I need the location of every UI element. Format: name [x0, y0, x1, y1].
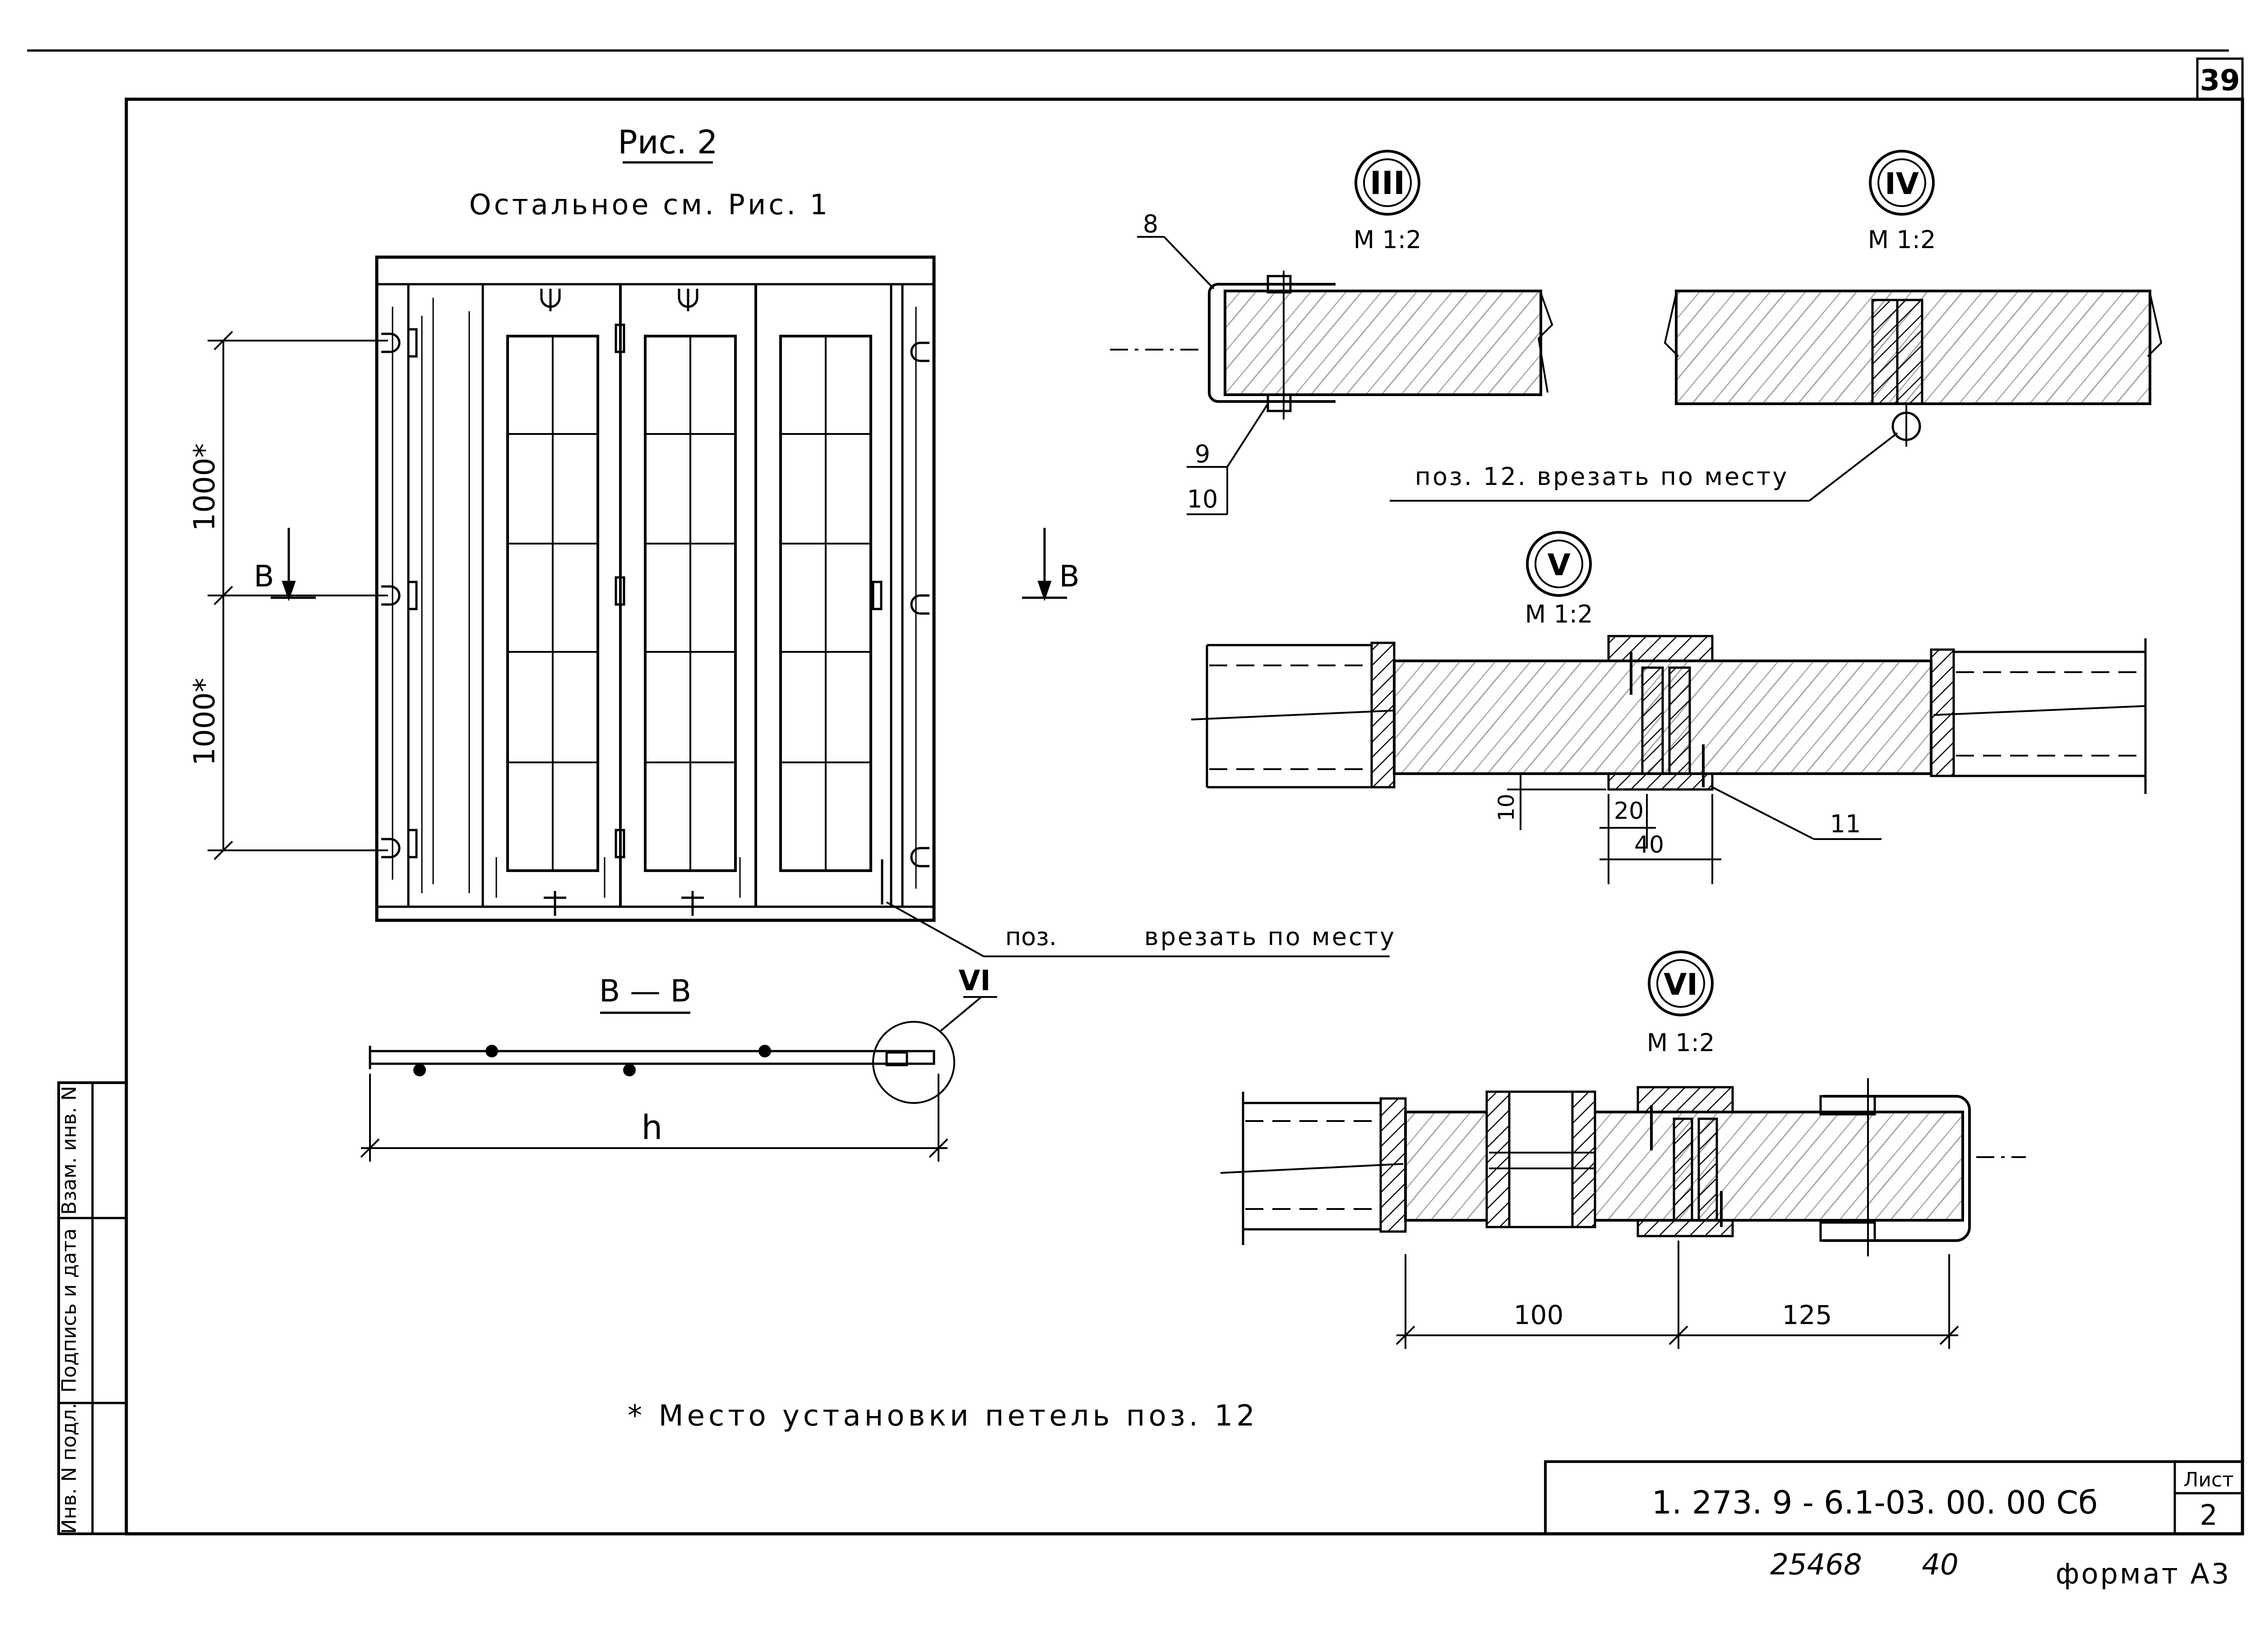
section-detail-ref: VI: [958, 964, 990, 997]
window-frame: [375, 255, 936, 922]
dim-lower-label: 1000*: [188, 678, 222, 766]
sash-middle: [644, 335, 737, 872]
detail-III: III М 1:2: [1110, 150, 1553, 515]
callout-text: врезать по месту: [1144, 923, 1396, 951]
handwritten-number-1: 25468: [1770, 1548, 1862, 1582]
detail-IV: IV М 1:2: [1390, 150, 2163, 502]
detail-V-scale: М 1:2: [1525, 600, 1593, 628]
detail-VI-dim-100: 100: [1514, 1300, 1564, 1330]
handwritten-number-2: 40: [1922, 1548, 1958, 1582]
sheet-number: 39: [2200, 64, 2240, 97]
detail-V-dim-10: 10: [1494, 794, 1519, 821]
side-stamp: [57, 1081, 128, 1535]
format-label: формат А3: [2056, 1557, 2231, 1590]
figure-title: Рис. 2: [618, 123, 717, 161]
sheet-frame: [27, 49, 2244, 1536]
section-bb: В — В VI h: [360, 964, 997, 1162]
title-block-sheet-label: Лист: [2183, 1468, 2234, 1491]
detail-VI-dim-125: 125: [1782, 1300, 1832, 1330]
callout-prefix: поз.: [1005, 923, 1057, 951]
section-title: В — В: [599, 974, 692, 1009]
side-stamp-col1: Инв. N подл.: [58, 1403, 81, 1534]
section-hinge-dots: [413, 1045, 771, 1076]
dimension-h-label: h: [642, 1108, 663, 1147]
hinge-icons: [381, 289, 929, 916]
title-block-sheet-value: 2: [2200, 1499, 2217, 1532]
dimension-h: [360, 1074, 948, 1162]
title-block: [1544, 1460, 2244, 1535]
dim-upper-label: 1000*: [188, 443, 222, 531]
dimension-vertical: [208, 331, 388, 860]
detail-V-dim-40: 40: [1634, 831, 1664, 858]
detail-IV-number: IV: [1885, 166, 1919, 201]
callout-leader: [886, 901, 1390, 957]
detail-III-pos-a: 8: [1143, 210, 1158, 238]
detail-III-pos-c: 10: [1187, 485, 1218, 513]
title-block-code: 1. 273. 9 - 6.1-03. 00. 00 Сб: [1652, 1484, 2098, 1521]
detail-III-pos-b: 9: [1195, 440, 1210, 468]
detail-IV-scale: М 1:2: [1868, 226, 1936, 254]
section-mark-left-label: В: [254, 559, 274, 594]
figure-2: Рис. 2 Остальное см. Рис. 1: [188, 123, 1396, 957]
side-stamp-col3: Взам. инв. N: [58, 1086, 81, 1215]
detail-VI: VI М 1:2: [1220, 951, 2026, 1349]
sash-left: [506, 335, 599, 872]
section-mark-left: [271, 528, 316, 601]
detail-III-number: III: [1370, 165, 1405, 202]
detail-V-dim-20: 20: [1614, 798, 1644, 825]
side-stamp-col2: Подпись и дата: [58, 1228, 81, 1393]
detail-V-number: V: [1547, 548, 1570, 582]
section-mark-right-label: В: [1059, 559, 1079, 594]
detail-III-scale: М 1:2: [1354, 226, 1422, 254]
sash-right: [779, 335, 872, 872]
figure-subtitle: Остальное см. Рис. 1: [469, 188, 830, 221]
detail-V-pos: 11: [1830, 810, 1861, 838]
footnote: * Место установки петель поз. 12: [628, 1399, 1258, 1433]
detail-V: V М 1:2: [1191, 531, 2147, 884]
detail-VI-number: VI: [1664, 967, 1698, 1002]
detail-VI-scale: М 1:2: [1647, 1029, 1715, 1057]
detail-IV-note: поз. 12. врезать по месту: [1415, 462, 1789, 491]
section-mark-right: [1022, 528, 1067, 601]
